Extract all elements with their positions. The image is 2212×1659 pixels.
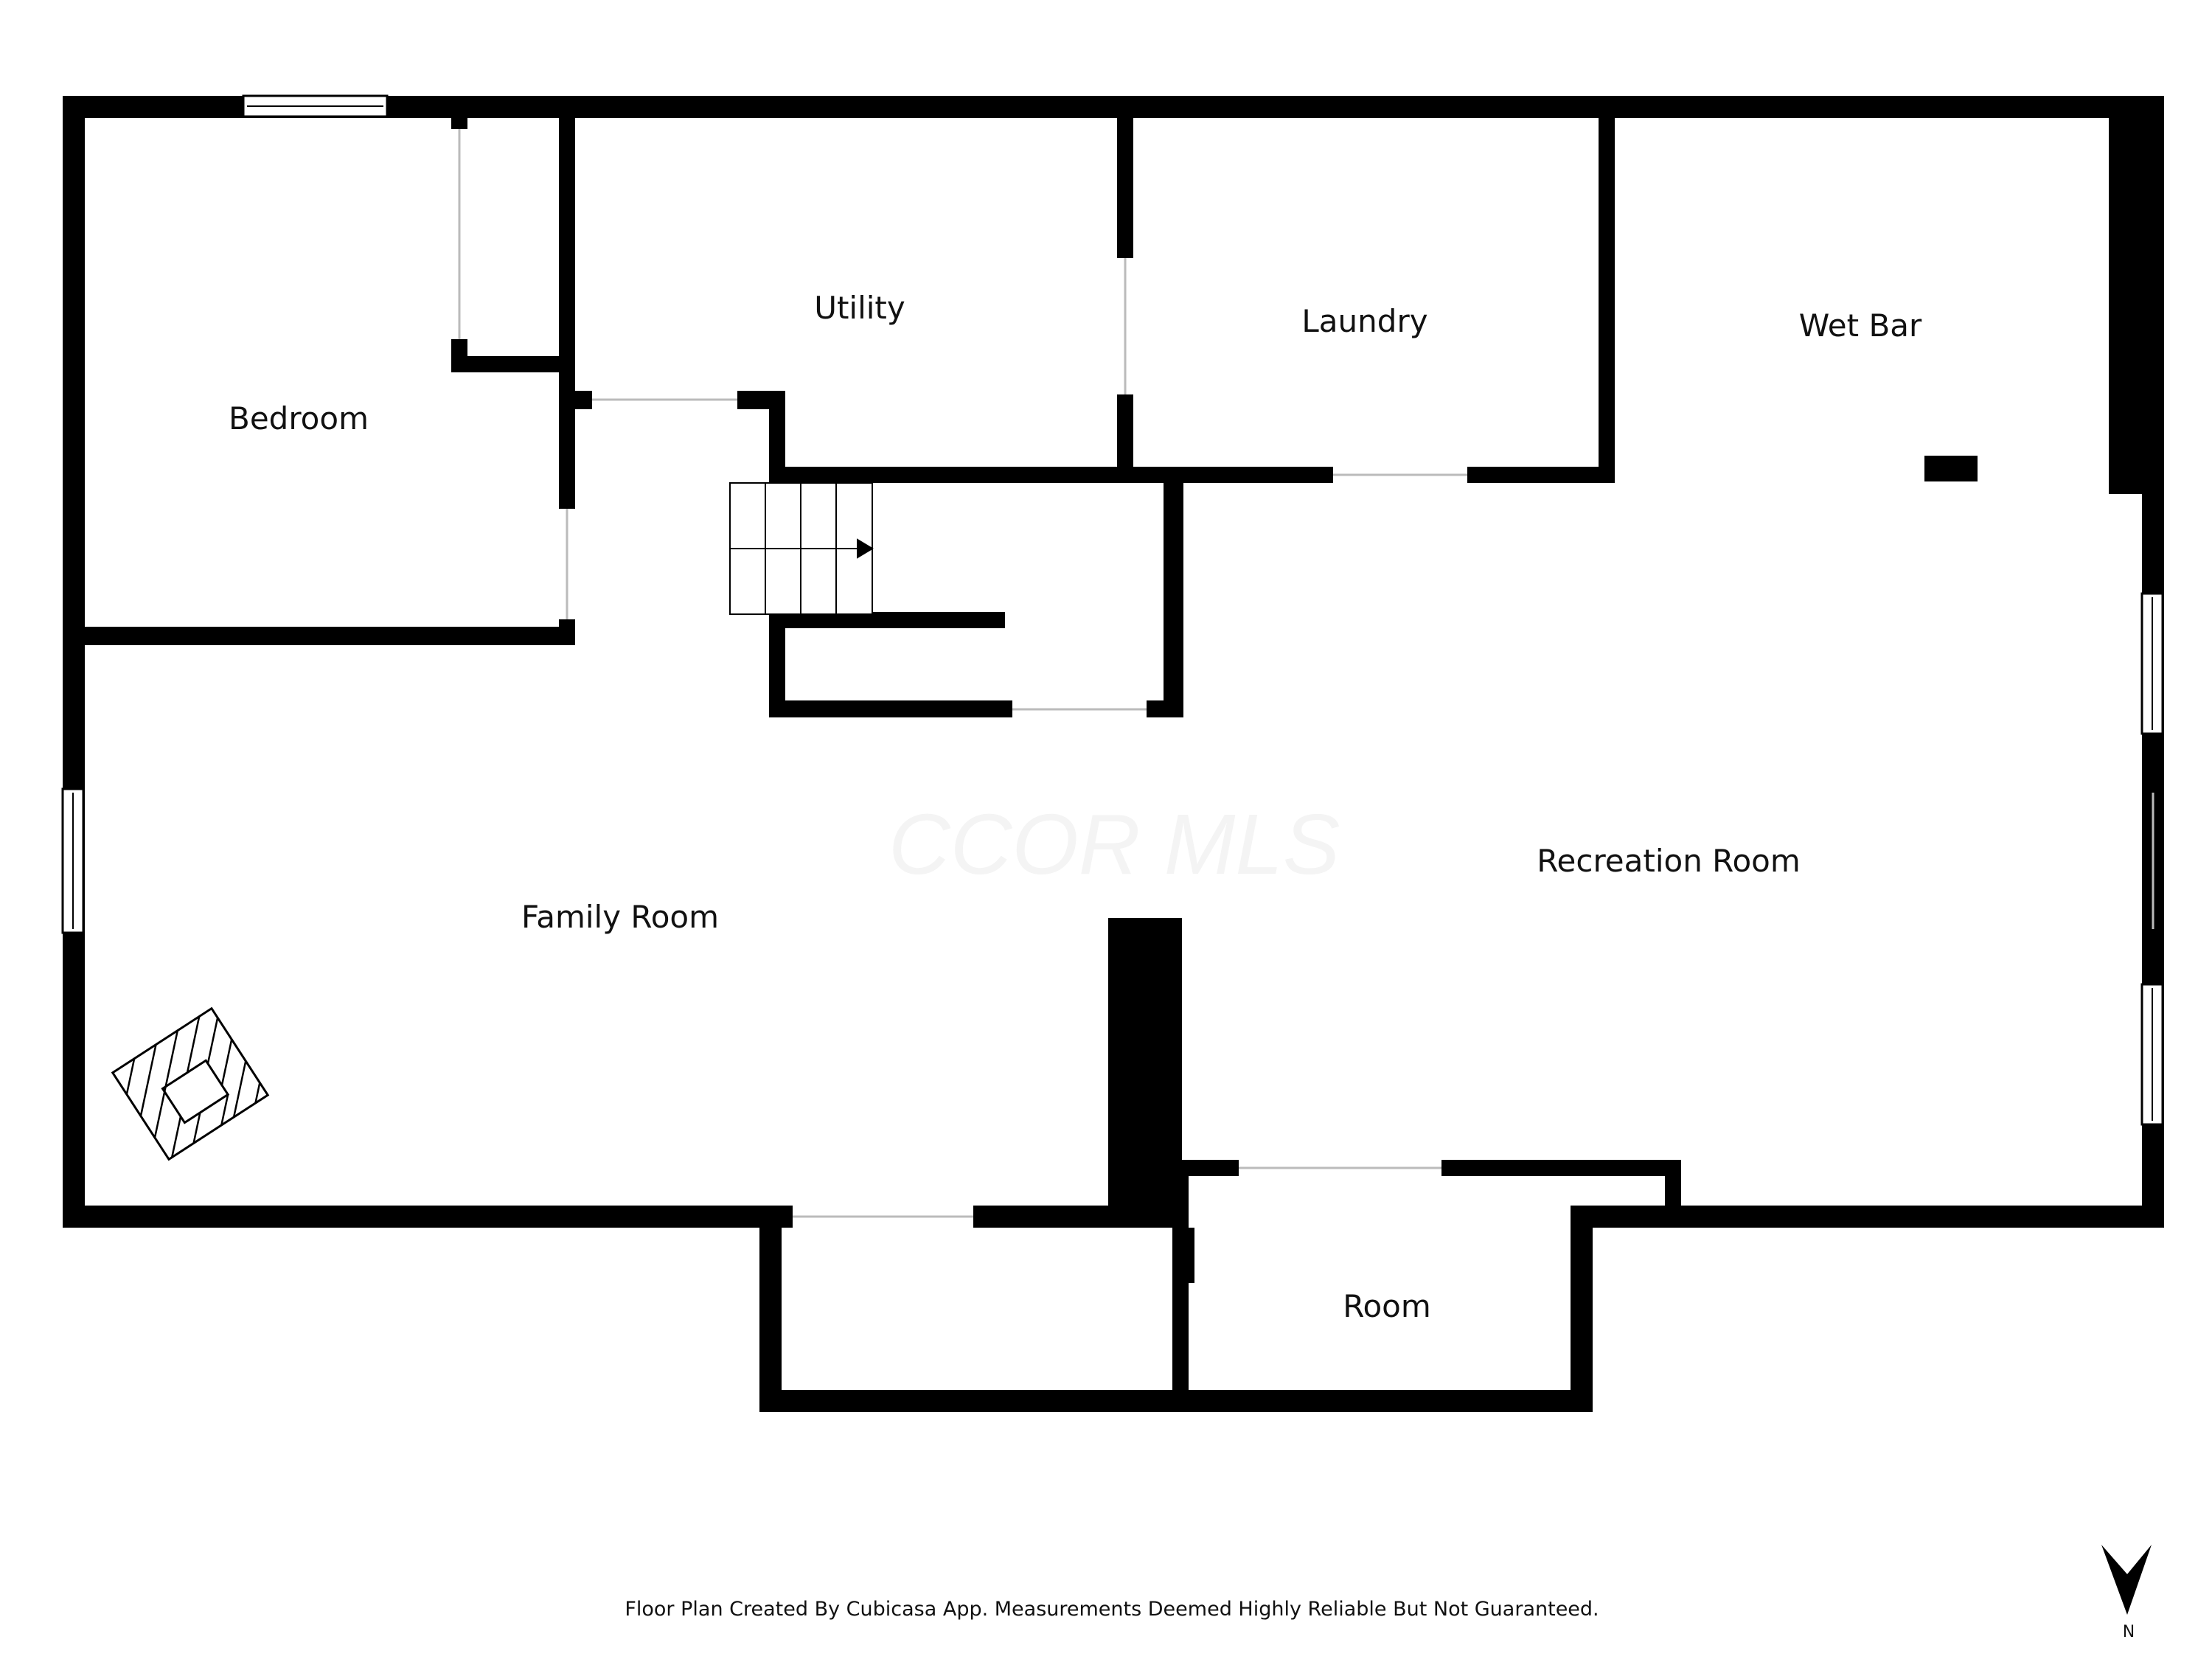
- room-label-bedroom: Bedroom: [229, 400, 369, 437]
- staircase: [729, 482, 874, 615]
- stair-arrow-icon: [857, 538, 874, 559]
- interior-walls: [63, 96, 2164, 1412]
- room-label-wet-bar: Wet Bar: [1799, 307, 1922, 344]
- north-arrow-icon: N: [2101, 1545, 2152, 1641]
- watermark: CCOR MLS: [888, 796, 1340, 892]
- room-label-recreation-room: Recreation Room: [1537, 843, 1801, 879]
- footer-disclaimer: Floor Plan Created By Cubicasa App. Meas…: [625, 1598, 1599, 1621]
- door-openings: [458, 129, 2154, 1218]
- windows: [61, 94, 2164, 1126]
- room-label-family-room: Family Room: [521, 899, 719, 935]
- room-label-laundry: Laundry: [1301, 303, 1427, 339]
- north-label: N: [2123, 1623, 2135, 1641]
- room-label-utility: Utility: [814, 290, 905, 326]
- room-label-room: Room: [1343, 1288, 1431, 1324]
- fireplace-icon: [111, 1006, 270, 1161]
